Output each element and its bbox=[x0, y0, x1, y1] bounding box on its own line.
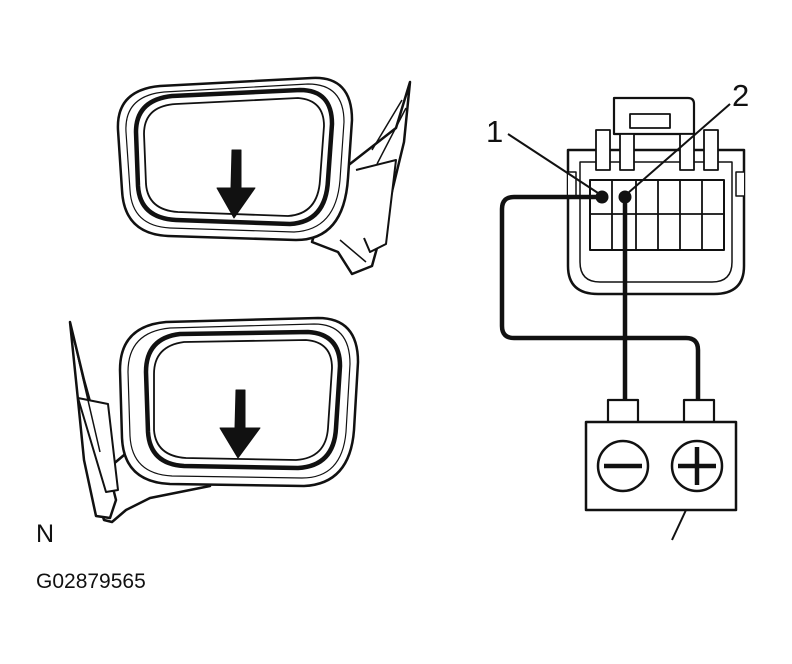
battery bbox=[584, 398, 738, 541]
minus-icon bbox=[596, 439, 650, 493]
tilt-down-arrow-icon-upper bbox=[216, 149, 256, 219]
test-leads bbox=[499, 194, 701, 404]
callout-2-leader bbox=[627, 103, 731, 194]
upper-mirror-assembly bbox=[116, 76, 412, 276]
lower-mirror-assembly bbox=[68, 316, 360, 524]
mirror-connector bbox=[566, 96, 746, 296]
callout-2-label: 2 bbox=[732, 78, 749, 113]
tilt-down-arrow-icon-lower bbox=[219, 389, 261, 459]
callout-1-leader bbox=[507, 133, 599, 194]
view-marker: N bbox=[36, 520, 54, 548]
callout-1-label: 1 bbox=[486, 114, 503, 149]
positive-lead-wire bbox=[499, 194, 701, 404]
plus-icon bbox=[670, 439, 724, 493]
battery-leader-line bbox=[671, 509, 687, 541]
figure-code: G02879565 bbox=[36, 570, 146, 593]
callout-leaders bbox=[507, 103, 731, 194]
